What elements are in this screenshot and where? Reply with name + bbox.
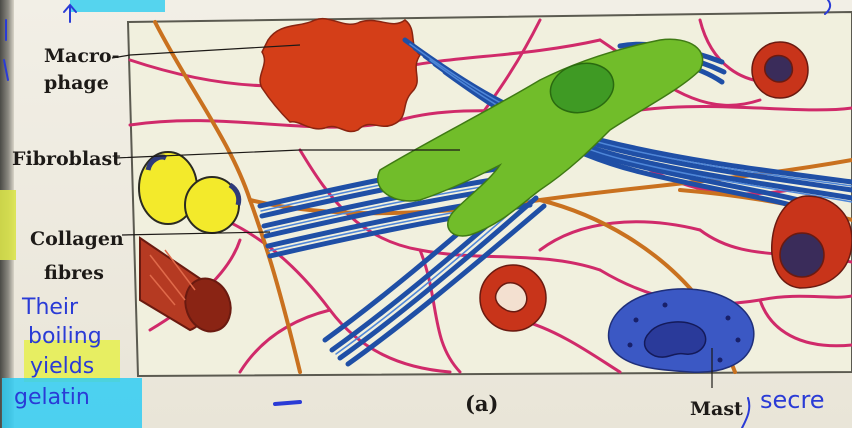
- label-collagen-line2: fibres: [44, 262, 104, 284]
- label-fibroblast: Fibroblast: [12, 148, 121, 170]
- mast-cell: [609, 289, 754, 372]
- note-yields: yields: [30, 355, 94, 379]
- label-mast: Mast: [690, 398, 743, 420]
- note-boiling: boiling: [28, 325, 102, 349]
- label-macrophage-line1: Macro-: [44, 45, 119, 67]
- note-gelatin: gelatin: [14, 386, 90, 410]
- macrophage-cell: [260, 19, 420, 132]
- note-secre: secre: [760, 388, 825, 412]
- note-their: Their: [22, 296, 78, 320]
- label-collagen-line1: Collagen: [30, 228, 124, 250]
- label-macrophage-line2: phage: [44, 72, 109, 94]
- caption-a: (a): [465, 393, 498, 415]
